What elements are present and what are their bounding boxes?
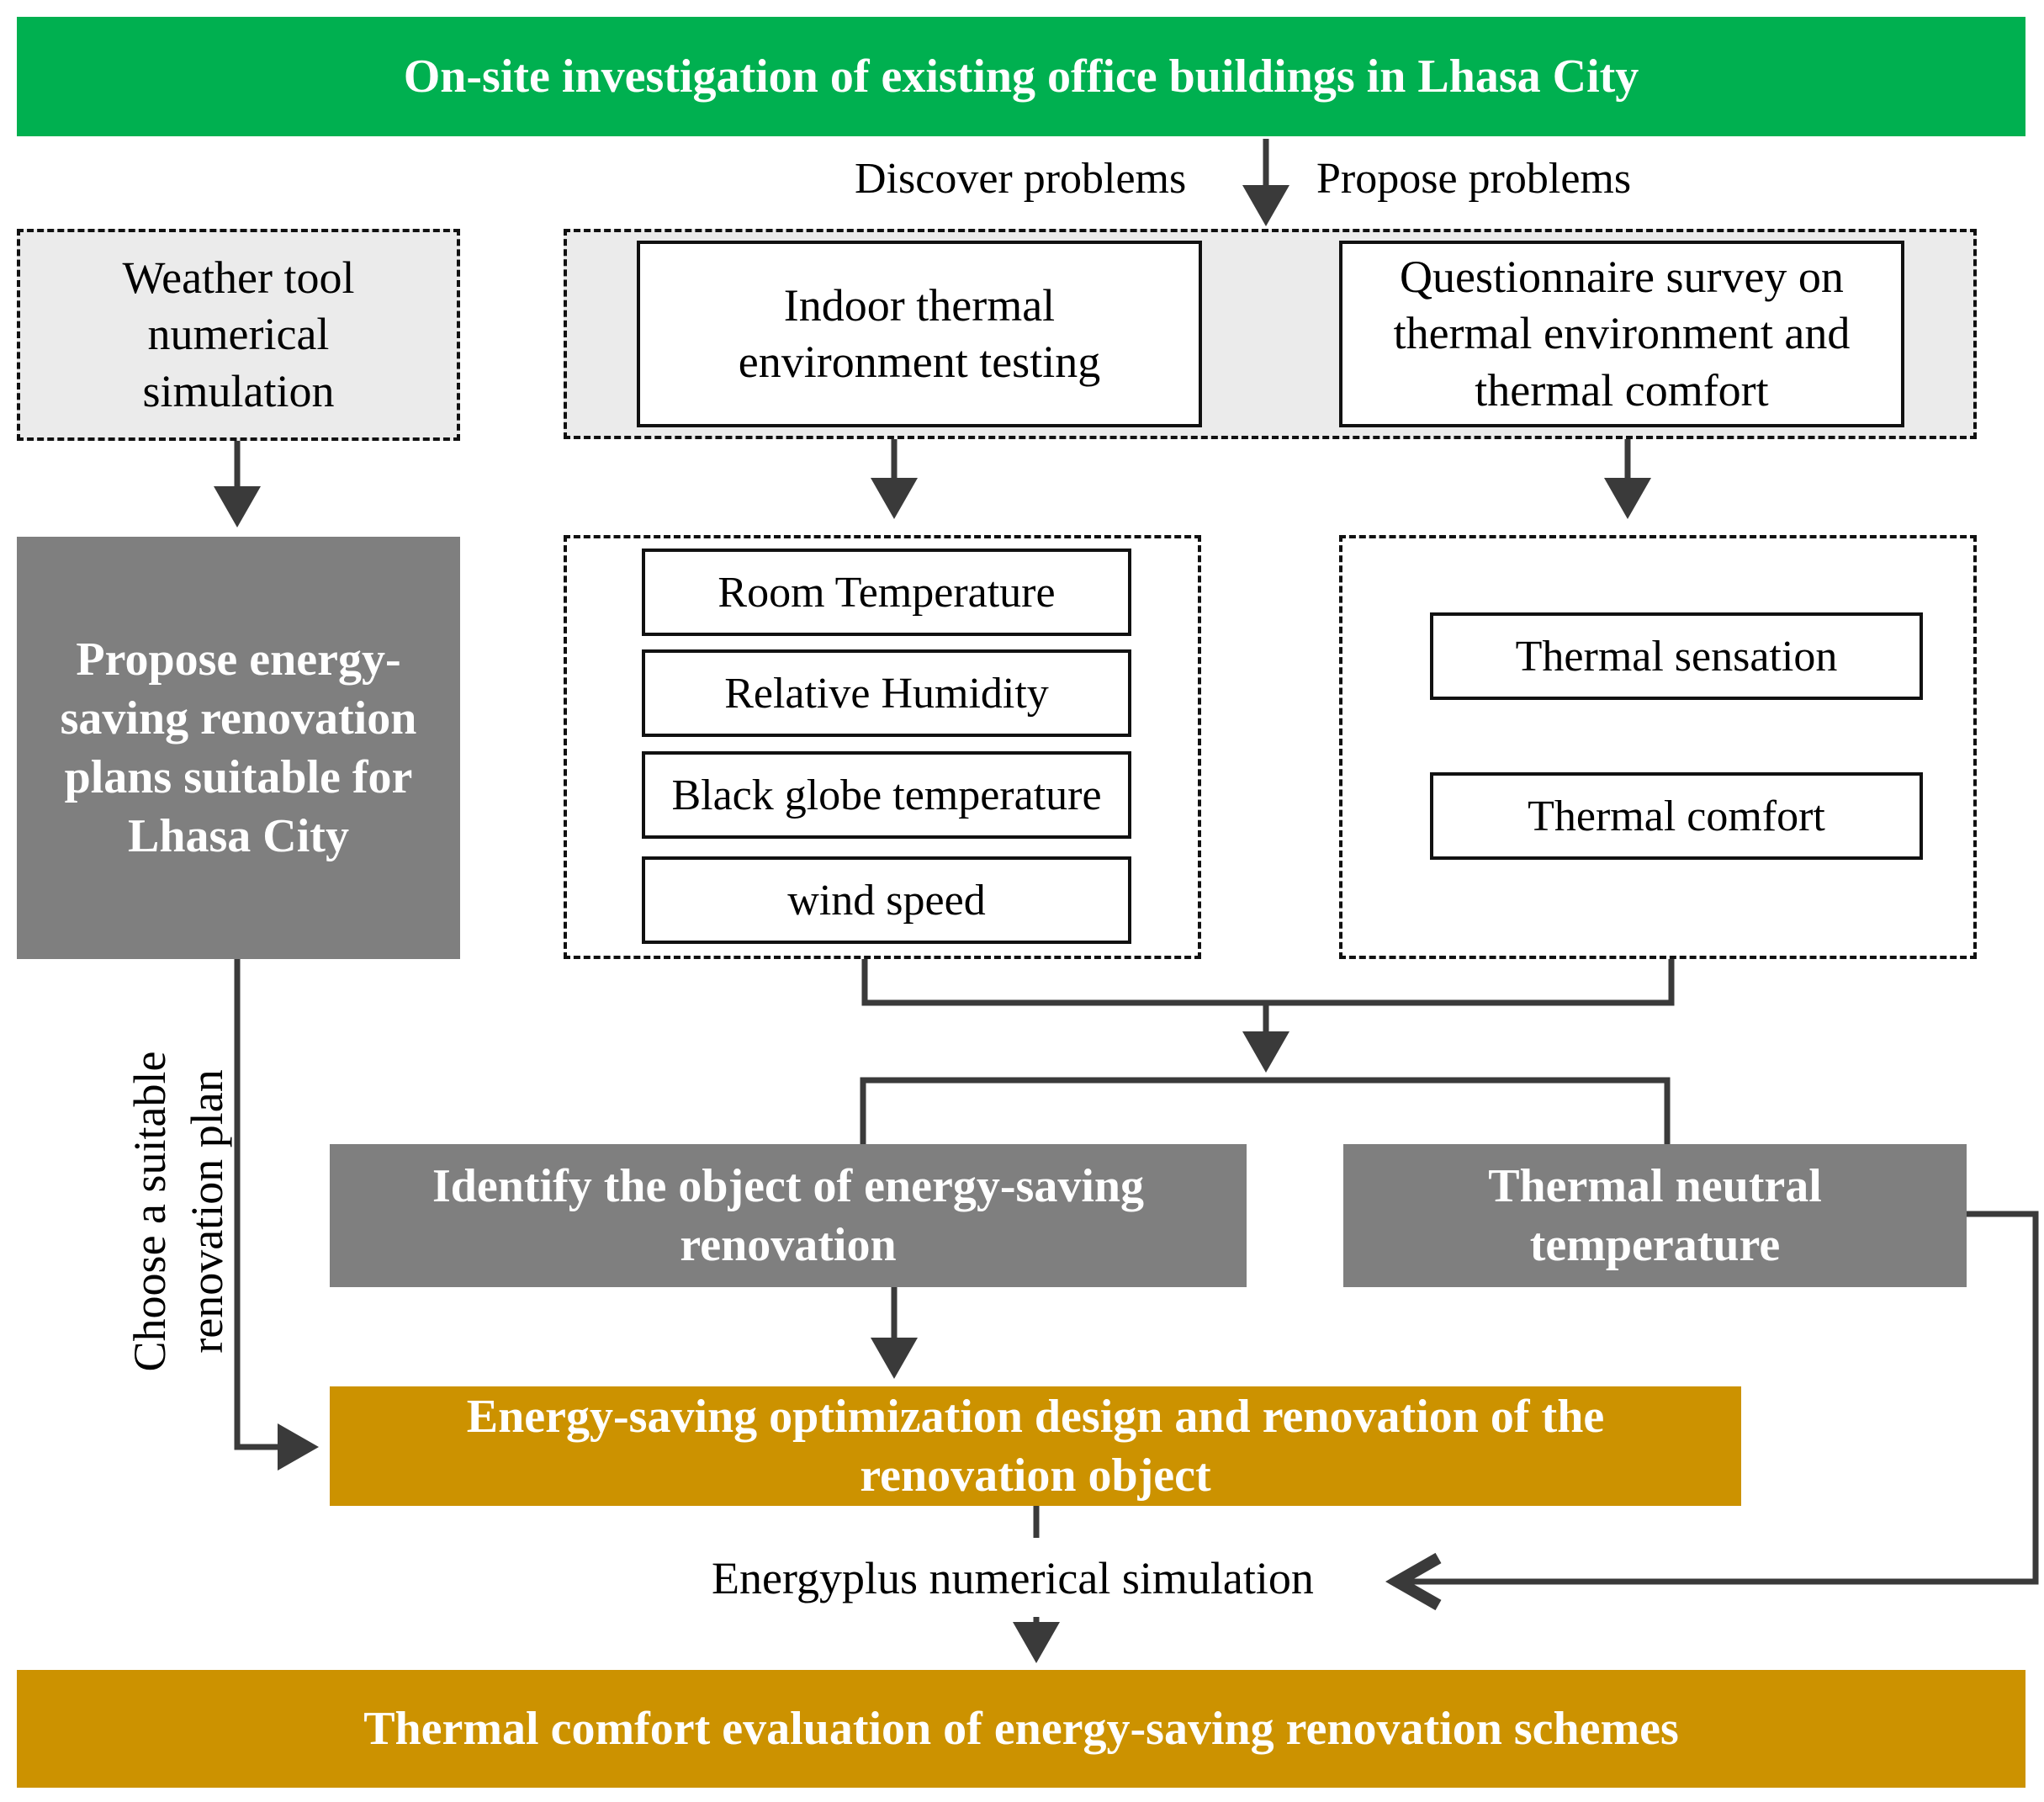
parameter-label: wind speed <box>787 876 986 925</box>
choose-plan-line: renovation plan <box>181 1069 232 1354</box>
propose-plans-line: saving renovation <box>60 692 417 745</box>
propose-plans-box: Propose energy- saving renovation plans … <box>17 537 460 959</box>
identify-object-box: Identify the object of energy-saving ren… <box>330 1144 1247 1287</box>
survey-items-group <box>1339 535 1977 959</box>
parameter-label: Room Temperature <box>718 568 1056 617</box>
top-banner-text: On-site investigation of existing office… <box>403 50 1639 103</box>
parameter-wind-speed: wind speed <box>642 856 1131 944</box>
propose-plans-line: Propose energy- <box>76 633 401 686</box>
arrow-plans-to-optimization <box>234 959 319 1471</box>
identify-object-line: renovation <box>680 1219 897 1271</box>
parameter-relative-humidity: Relative Humidity <box>642 649 1131 737</box>
split-bracket <box>860 1077 1671 1144</box>
merge-bracket <box>861 959 1675 1006</box>
propose-plans-line: plans suitable for <box>64 751 413 803</box>
bottom-banner: Thermal comfort evaluation of energy-sav… <box>17 1670 2025 1788</box>
survey-item-label: Thermal sensation <box>1515 632 1838 681</box>
parameter-label: Relative Humidity <box>724 669 1049 718</box>
survey-item-thermal-sensation: Thermal sensation <box>1430 612 1923 700</box>
weather-tool-line: Weather tool <box>122 252 355 303</box>
optimization-line: renovation object <box>860 1450 1211 1502</box>
neutral-temperature-line: Thermal neutral <box>1488 1160 1822 1212</box>
indoor-testing-box: Indoor thermal environment testing <box>637 241 1202 427</box>
questionnaire-line: Questionnaire survey on <box>1400 251 1844 302</box>
indoor-testing-line: environment testing <box>738 337 1101 387</box>
parameter-room-temperature: Room Temperature <box>642 549 1131 636</box>
weather-tool-line: simulation <box>142 365 335 416</box>
propose-problems-label: Propose problems <box>1316 155 1632 203</box>
top-banner: On-site investigation of existing office… <box>17 17 2025 136</box>
choose-plan-label: Choose a suitable renovation plan <box>122 1010 240 1413</box>
propose-plans-line: Lhasa City <box>128 810 349 862</box>
optimization-line: Energy-saving optimization design and re… <box>466 1391 1605 1443</box>
survey-item-label: Thermal comfort <box>1528 792 1825 840</box>
neutral-temperature-line: temperature <box>1529 1219 1781 1271</box>
weather-tool-box: Weather tool numerical simulation <box>17 229 460 441</box>
optimization-box: Energy-saving optimization design and re… <box>330 1386 1741 1506</box>
parameters-group <box>564 535 1201 959</box>
parameter-label: Black globe temperature <box>671 771 1102 819</box>
neutral-temperature-box: Thermal neutral temperature <box>1343 1144 1967 1287</box>
arrow-neutral-to-energyplus <box>1403 1211 2039 1582</box>
identify-object-line: Identify the object of energy-saving <box>432 1160 1145 1212</box>
parameter-black-globe-temperature: Black globe temperature <box>642 751 1131 839</box>
energyplus-label: Energyplus numerical simulation <box>712 1553 1314 1603</box>
choose-plan-line: Choose a suitable <box>124 1051 175 1372</box>
questionnaire-box: Questionnaire survey on thermal environm… <box>1339 241 1904 427</box>
bottom-banner-text: Thermal comfort evaluation of energy-sav… <box>363 1703 1679 1755</box>
survey-item-thermal-comfort: Thermal comfort <box>1430 772 1923 860</box>
questionnaire-line: thermal comfort <box>1475 364 1769 416</box>
indoor-testing-line: Indoor thermal <box>783 279 1056 331</box>
questionnaire-line: thermal environment and <box>1393 308 1851 359</box>
discover-problems-label: Discover problems <box>855 155 1187 203</box>
weather-tool-line: numerical <box>147 309 330 360</box>
